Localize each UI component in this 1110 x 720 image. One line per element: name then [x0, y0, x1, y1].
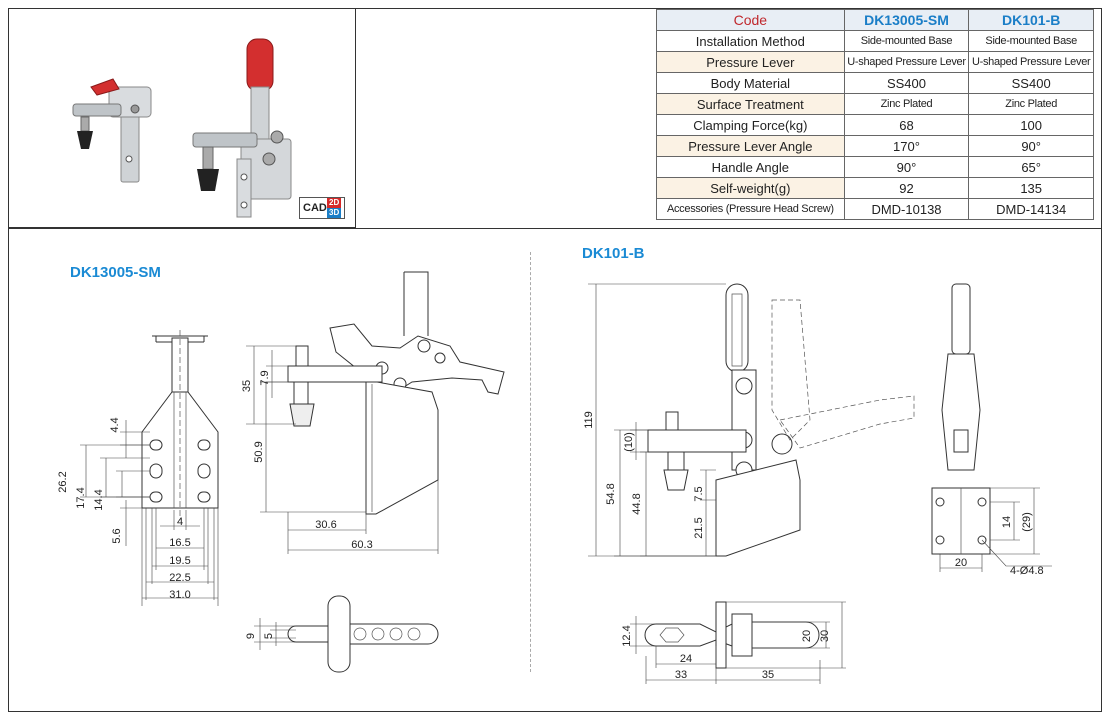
dim-label: 9 [245, 633, 257, 639]
spec-label: Surface Treatment [656, 93, 845, 115]
section-divider [8, 228, 1102, 229]
spec-label: Handle Angle [656, 156, 845, 178]
dim-label: 5 [263, 633, 275, 639]
spec-header-row: Code DK13005-SM DK101-B [656, 9, 1094, 31]
dim-label: 20 [955, 557, 967, 569]
dk101b-side-view [588, 283, 915, 557]
dim-label: 19.5 [169, 555, 190, 567]
dim-label: 14 [1001, 516, 1013, 528]
spec-value-b: Side-mounted Base [968, 30, 1094, 52]
dim-label: 14.4 [93, 489, 105, 510]
dim-label: 26.2 [57, 471, 69, 492]
spec-value-a: Zinc Plated [843, 93, 970, 115]
spec-row: Accessories (Pressure Head Screw)DMD-101… [656, 198, 1094, 220]
dim-label: 5.6 [111, 528, 123, 543]
dim-label: 35 [241, 380, 253, 392]
spec-value-b: U-shaped Pressure Lever [968, 51, 1094, 73]
spec-label: Clamping Force(kg) [656, 114, 845, 136]
dim-label: 7.5 [693, 486, 705, 501]
dk101b-front-view [931, 283, 1052, 572]
spec-value-b: 135 [968, 177, 1094, 199]
header-model-a: DK13005-SM [843, 9, 970, 31]
clamp-photo-large [192, 38, 292, 218]
page-frame [8, 8, 1102, 712]
spec-label: Accessories (Pressure Head Screw) [656, 198, 845, 220]
dim-label: 7.9 [259, 370, 271, 385]
spec-label: Pressure Lever Angle [656, 135, 845, 157]
cad-2d-tag[interactable]: 2D [327, 198, 342, 208]
dim-label: 17.4 [75, 487, 87, 508]
dk101b-top-view [630, 601, 846, 684]
header-model-b: DK101-B [968, 9, 1094, 31]
drawing-divider [530, 252, 531, 672]
dk13005-side-view [246, 271, 505, 554]
dim-label: 12.4 [621, 625, 633, 646]
dim-label: 54.8 [605, 483, 617, 504]
dim-label: 24 [680, 653, 692, 665]
spec-label: Self-weight(g) [656, 177, 845, 199]
dim-label: 50.9 [253, 441, 265, 462]
dim-label: 31.0 [169, 589, 190, 601]
dk13005-top-view [254, 595, 439, 673]
dim-label: 44.8 [631, 493, 643, 514]
cad-download-button[interactable]: CAD 2D 3D [299, 197, 345, 219]
dim-label: 30.6 [315, 519, 336, 531]
cad-3d-tag[interactable]: 3D [327, 208, 342, 218]
dim-label: 4-Ø4.8 [1010, 565, 1044, 577]
spec-value-a: SS400 [843, 72, 970, 94]
dim-label: 119 [583, 411, 595, 429]
dim-label: 20 [801, 630, 813, 642]
spec-value-b: DMD-14134 [968, 198, 1094, 220]
product-photo [72, 38, 292, 218]
dim-label: 35 [762, 669, 774, 681]
dim-label: 4.4 [109, 417, 121, 432]
spec-value-a: U-shaped Pressure Lever [843, 51, 970, 73]
dim-label: 4 [177, 516, 183, 528]
drawing-title-b: DK101-B [582, 245, 645, 262]
drawing-title-a: DK13005-SM [70, 264, 161, 281]
dim-label: 22.5 [169, 572, 190, 584]
specification-table: Code DK13005-SM DK101-B Installation Met… [656, 9, 1094, 220]
dk13005-front-view [80, 330, 219, 606]
clamp-photo-small [72, 78, 152, 183]
dim-label: 21.5 [693, 517, 705, 538]
dim-label: (10) [623, 432, 635, 452]
dim-label: 33 [675, 669, 687, 681]
dim-label: 30 [819, 630, 831, 642]
product-photo-panel: CAD 2D 3D [8, 8, 356, 228]
spec-value-a: DMD-10138 [843, 198, 970, 220]
dim-label: 60.3 [351, 539, 372, 551]
cad-label: CAD [303, 202, 327, 214]
dim-label: (29) [1021, 512, 1033, 532]
dim-label: 16.5 [169, 537, 190, 549]
